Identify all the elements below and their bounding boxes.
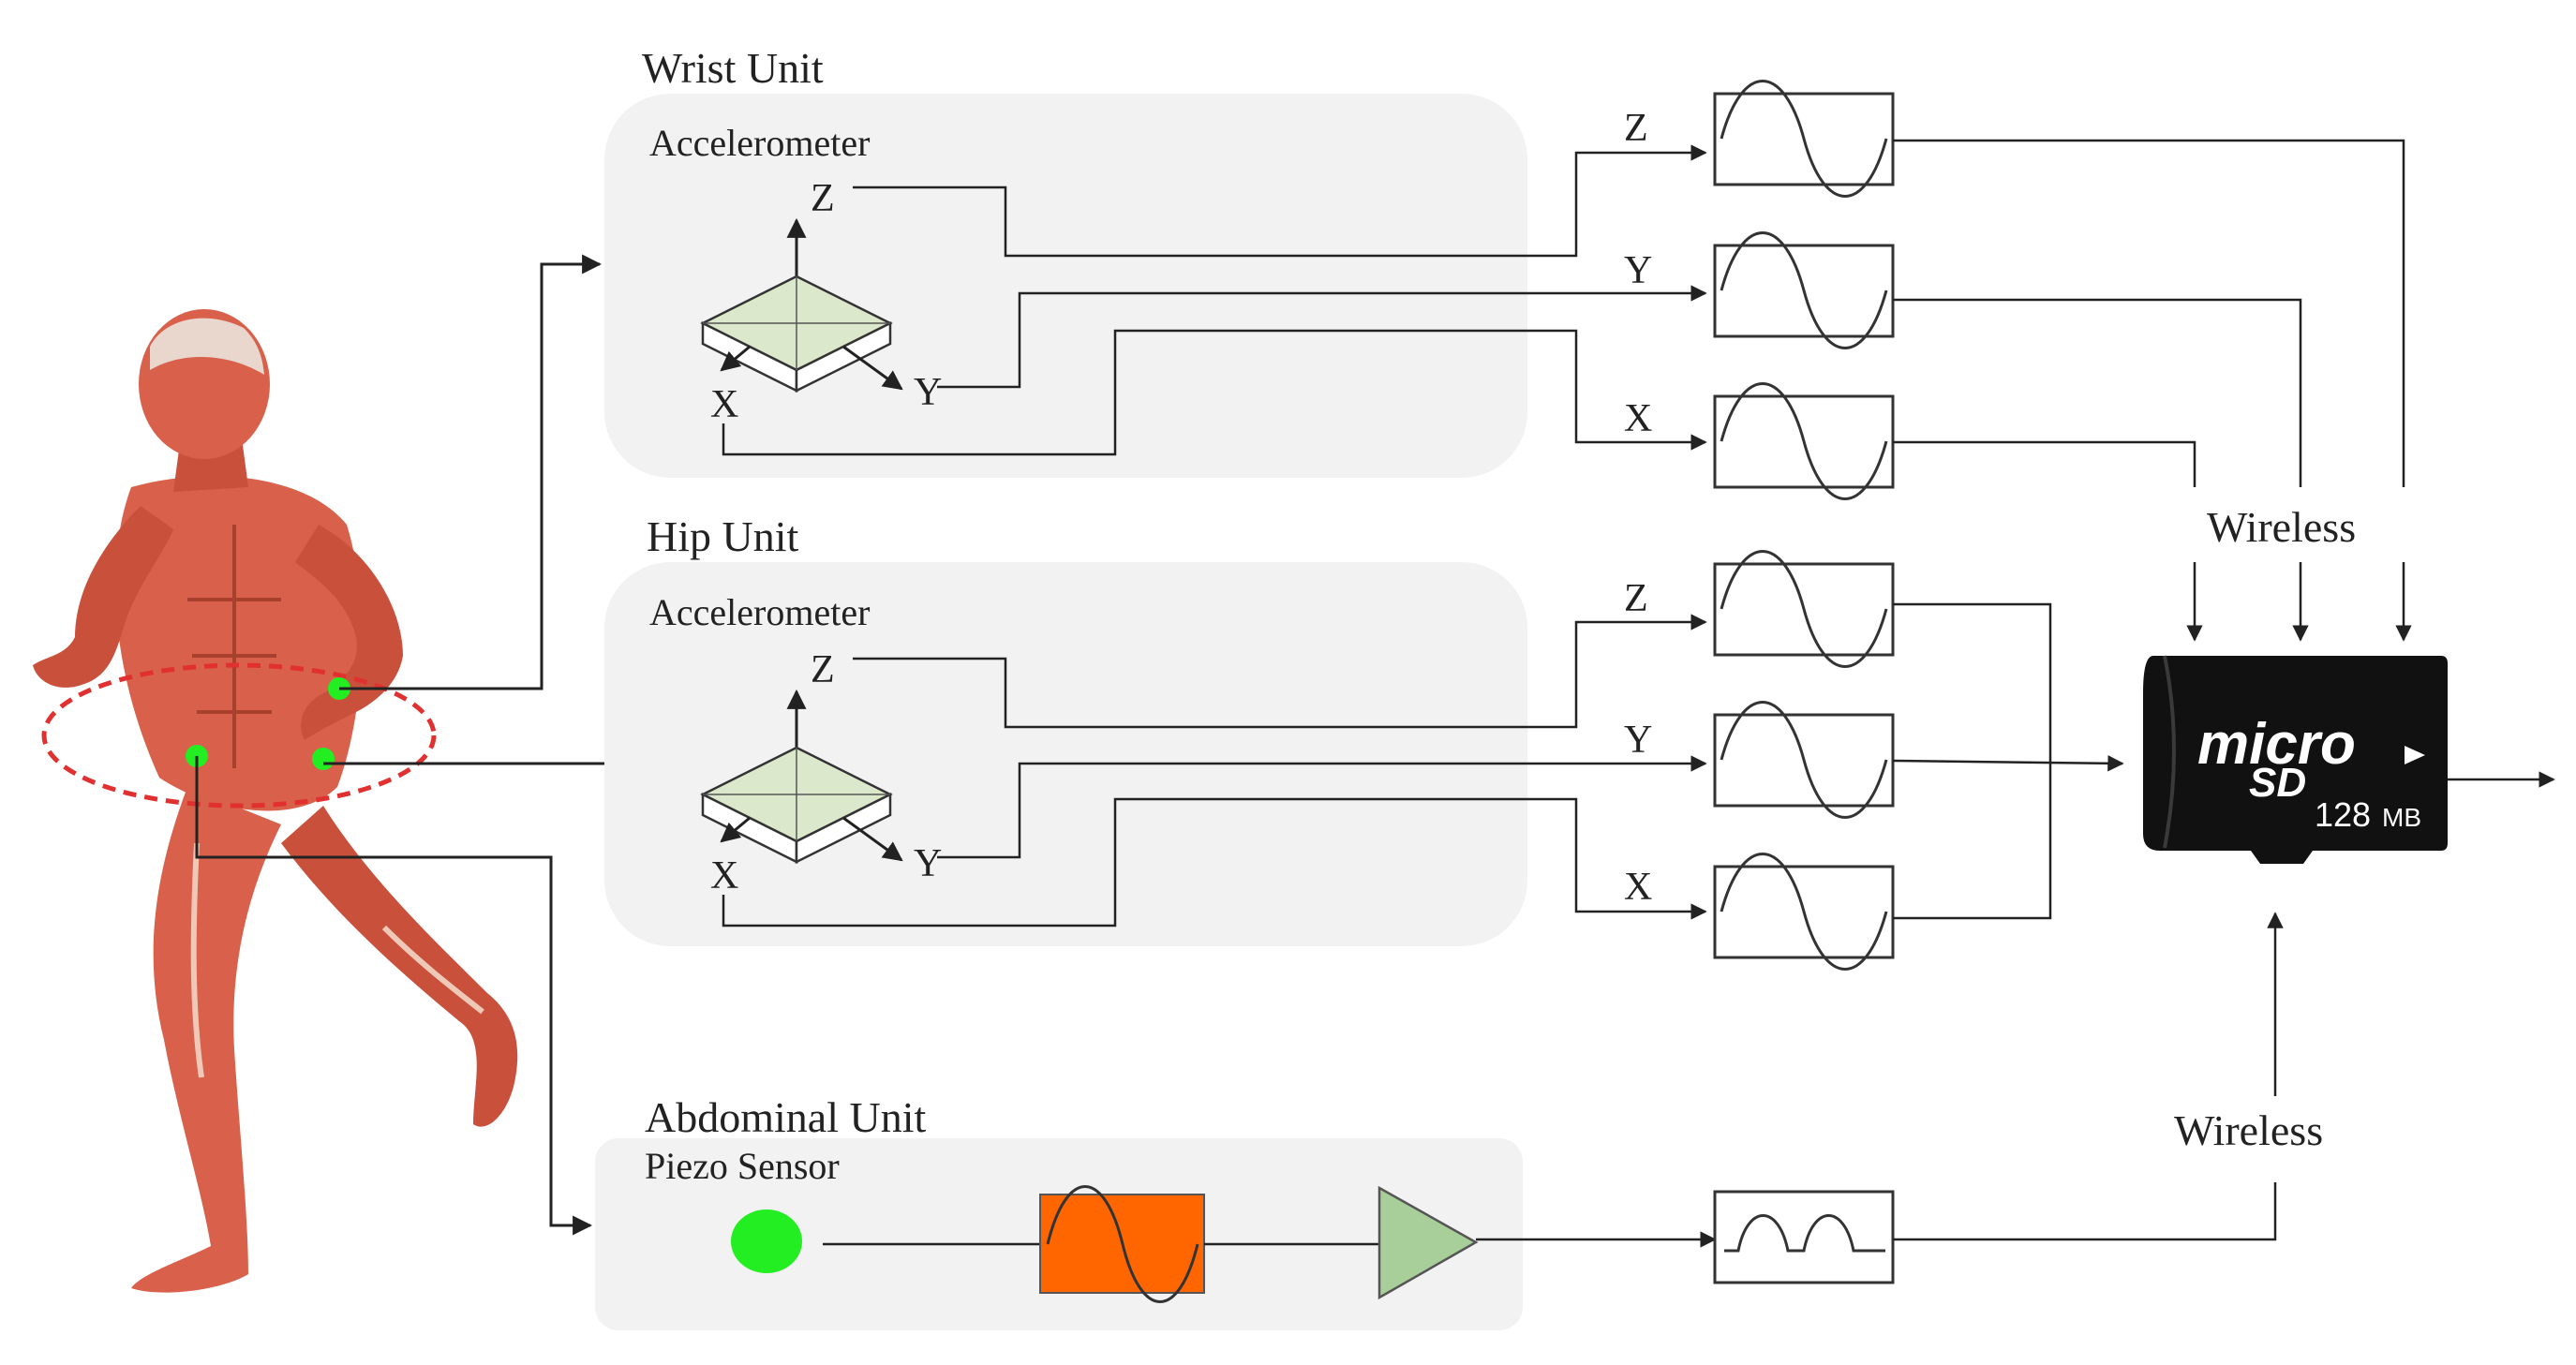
sd-capacity: 128	[2315, 795, 2371, 834]
hip-unit: Hip Unit Accelerometer Z Y X	[604, 512, 1527, 946]
hip-merge-line	[1892, 755, 2124, 772]
back-leg	[281, 806, 518, 1127]
wrist-connection-line	[339, 254, 603, 690]
front-leg	[131, 787, 281, 1293]
wrist-x-line	[722, 329, 1707, 456]
hip-z-out	[1893, 602, 2052, 920]
hip-axis-y: Y	[914, 842, 942, 885]
hip-filter-y	[1713, 701, 1895, 819]
hip-axis-z: Z	[811, 648, 835, 691]
wrist-axis-y: Y	[914, 371, 942, 414]
hip-z-line	[853, 614, 1707, 729]
hip-y-line	[937, 755, 1707, 859]
piezo-filter-box	[1039, 1185, 1205, 1303]
wrist-z-out	[1893, 139, 2405, 487]
sd-brand-top: micro	[2197, 712, 2356, 777]
wrist-filter-z	[1713, 80, 1895, 198]
hip-axis-x: X	[710, 854, 738, 898]
hip-sensor-label: Accelerometer	[649, 591, 870, 633]
abdominal-pulse-filter	[1713, 1190, 1895, 1284]
wrist-axis-z: Z	[811, 177, 835, 220]
hip-unit-panel	[604, 562, 1527, 946]
hip-accelerometer-chip-icon	[701, 689, 903, 864]
wireless-label-top: Wireless	[2207, 503, 2356, 551]
human-figure	[33, 309, 518, 1293]
left-arm	[33, 506, 173, 688]
abdominal-unit-title: Abdominal Unit	[645, 1093, 926, 1141]
wrist-accelerometer-chip-icon	[701, 217, 903, 393]
wireless-label-bottom: Wireless	[2174, 1106, 2323, 1154]
wrist-filter-x	[1713, 382, 1895, 500]
sine-wave-icon	[1046, 1185, 1199, 1303]
hip-sensor-dot	[312, 748, 335, 770]
sd-play-triangle	[2405, 746, 2425, 764]
abdominal-sensor-label: Piezo Sensor	[645, 1145, 840, 1187]
hip-filter-x	[1713, 853, 1895, 971]
wrist-unit: Wrist Unit Accelerometer Z Y X	[604, 44, 1527, 478]
hip-x-line	[722, 797, 1707, 927]
wrist-unit-title: Wrist Unit	[642, 44, 824, 92]
abdominal-connection-line	[195, 756, 593, 1236]
abdominal-unit: Abdominal Unit Piezo Sensor	[595, 1093, 1523, 1330]
hip-filter-z	[1713, 550, 1895, 668]
wrist-unit-panel	[604, 94, 1527, 478]
abdominal-to-wireless	[1893, 1182, 2277, 1241]
wrist-filter-y	[1713, 231, 1895, 349]
microsd-card-icon: micro SD 128 MB	[2143, 655, 2448, 864]
sd-capacity-unit: MB	[2382, 803, 2421, 832]
hip-route-z: Z	[1624, 577, 1648, 620]
hip-unit-title: Hip Unit	[647, 512, 799, 560]
pulse-wave-icon	[1724, 1214, 1885, 1253]
wrist-x-out	[1893, 440, 2196, 487]
wrist-route-x: X	[1624, 397, 1652, 440]
sd-brand-bottom: SD	[2249, 760, 2306, 806]
piezo-sensor-dot	[731, 1209, 802, 1273]
hip-route-x: X	[1624, 866, 1652, 909]
hip-route-y: Y	[1624, 719, 1652, 762]
wrist-route-y: Y	[1624, 249, 1652, 292]
wrist-y-line	[937, 285, 1707, 389]
amplifier-icon	[1377, 1185, 1479, 1300]
wrist-sensor-label: Accelerometer	[649, 122, 870, 164]
wrist-z-line	[853, 144, 1707, 258]
sensor-placement-ellipse	[41, 662, 437, 809]
wrist-axis-x: X	[710, 383, 738, 426]
wrist-y-out	[1893, 298, 2302, 487]
wrist-route-z: Z	[1624, 107, 1648, 150]
